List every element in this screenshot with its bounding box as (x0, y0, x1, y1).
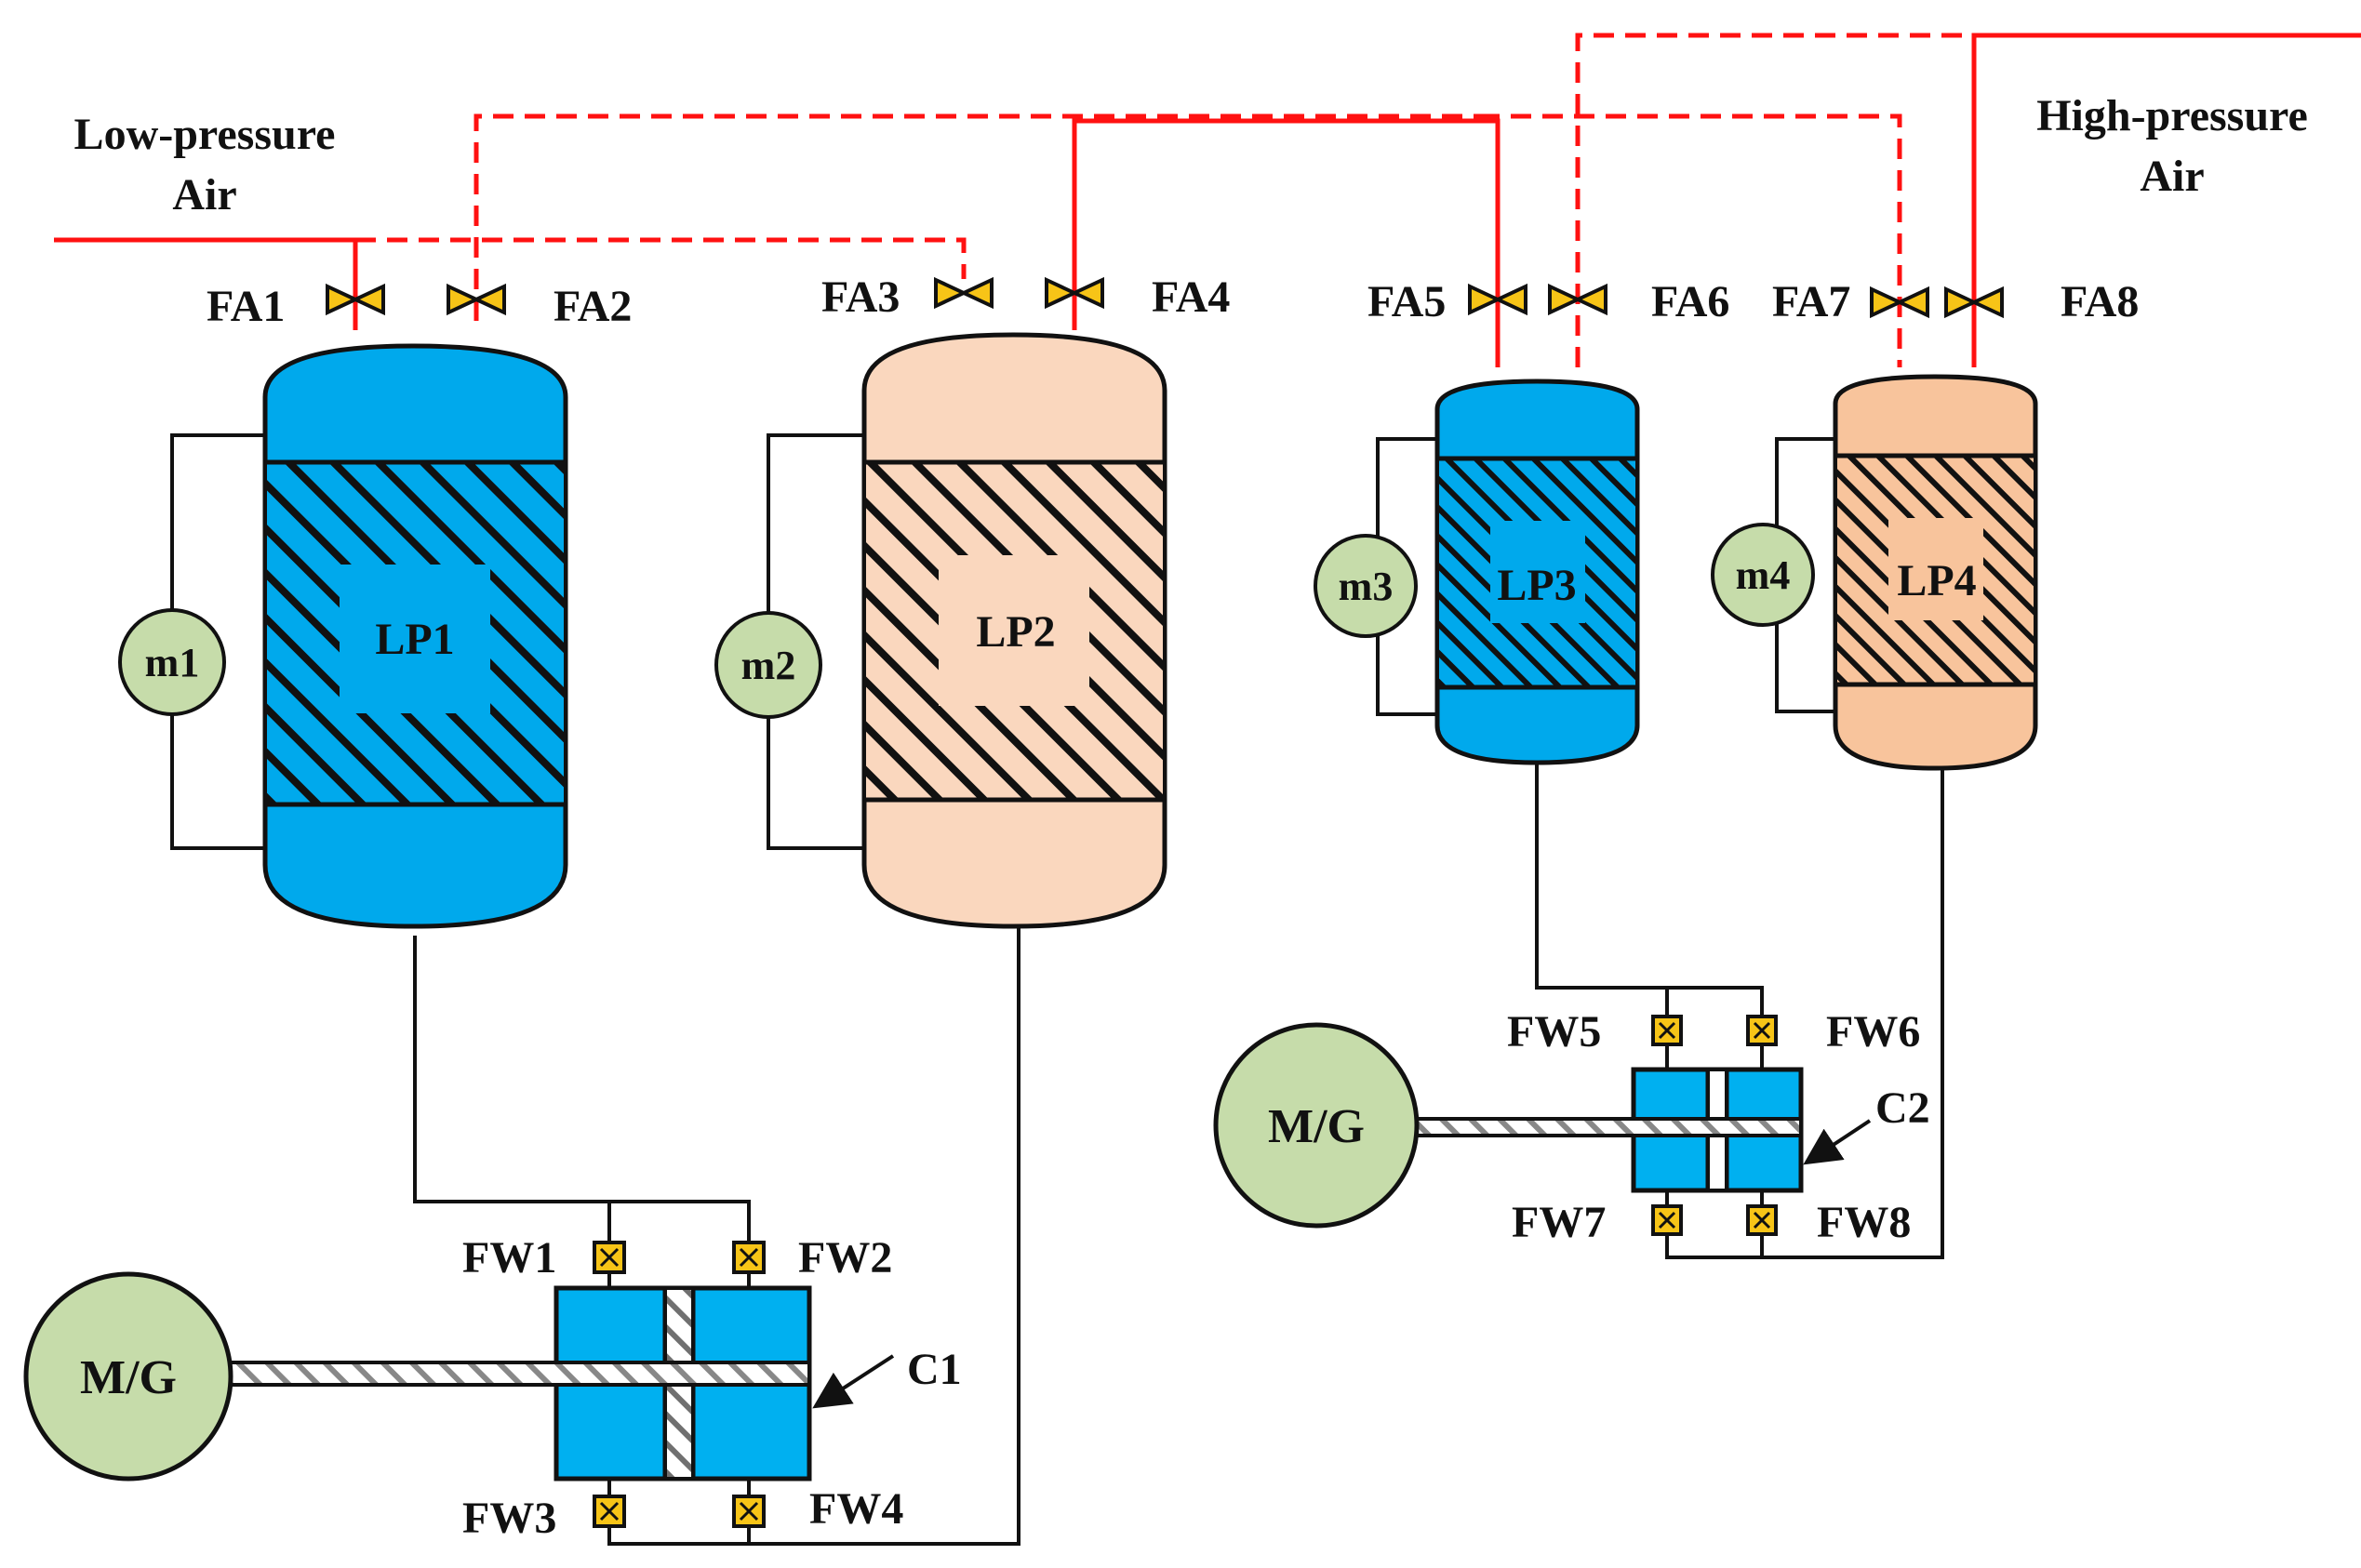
valve-label-fw4: FW4 (809, 1484, 903, 1534)
water-valve-labels: FW1 FW2 FW3 FW4 FW5 FW6 FW7 FW8 (462, 1007, 1920, 1543)
level-meter-m3: m3 (1314, 437, 1437, 716)
low-pressure-label-2: Air (172, 170, 236, 219)
water-valve-fw5[interactable] (1651, 1015, 1683, 1046)
pressure-labels: Low-pressure Air High-pressure Air (74, 91, 2308, 219)
high-pressure-label-2: Air (2140, 152, 2204, 201)
cylinder-label-c2: C2 (1803, 1083, 1930, 1165)
vessel-label: LP3 (1497, 561, 1576, 610)
water-valve-fw6[interactable] (1746, 1015, 1778, 1046)
valve-label-fa4: FA4 (1152, 272, 1230, 322)
water-valve-fw7[interactable] (1651, 1204, 1683, 1236)
valve-label-fw6: FW6 (1826, 1007, 1920, 1056)
svg-text:M/G: M/G (80, 1351, 177, 1404)
vessel-lp3: LP3 (1434, 379, 1640, 765)
valve-label-fa5: FA5 (1367, 277, 1446, 326)
valve-label-fa2: FA2 (554, 282, 632, 331)
svg-text:m2: m2 (741, 643, 796, 688)
svg-text:C2: C2 (1875, 1083, 1930, 1133)
air-valve-fa3[interactable] (934, 276, 994, 310)
water-valve-fw3[interactable] (593, 1495, 626, 1528)
water-valve-fw4[interactable] (732, 1495, 766, 1528)
vessel-label: LP1 (375, 615, 454, 664)
valve-label-fw1: FW1 (462, 1233, 556, 1282)
svg-text:m4: m4 (1736, 552, 1791, 598)
vessel-label: LP4 (1897, 556, 1976, 605)
air-valve-fa7[interactable] (1870, 286, 1929, 319)
vessel-label: LP2 (976, 607, 1055, 657)
water-valve-fw2[interactable] (732, 1241, 766, 1274)
svg-text:m3: m3 (1339, 564, 1394, 609)
air-valve-fa8[interactable] (1944, 286, 2004, 319)
air-valve-fa6[interactable] (1548, 283, 1607, 316)
cylinder-label-c1: C1 (812, 1345, 962, 1409)
low-pressure-label: Low-pressure (74, 110, 336, 159)
level-meter-m1: m1 (118, 433, 265, 850)
valve-label-fa3: FA3 (821, 272, 900, 322)
air-valve-fa5[interactable] (1468, 283, 1527, 316)
valve-label-fa1: FA1 (207, 282, 285, 331)
valve-label-fa7: FA7 (1772, 277, 1850, 326)
air-valve-fa1[interactable] (326, 283, 385, 316)
water-valve-fw1[interactable] (593, 1241, 626, 1274)
vessel-lp1: LP1 (262, 343, 568, 929)
vessel-lp4: LP4 (1833, 374, 2038, 771)
svg-text:m1: m1 (145, 640, 200, 685)
svg-text:M/G: M/G (1268, 1100, 1365, 1153)
vessel-lp2: LP2 (861, 332, 1167, 929)
water-valves (593, 1015, 1778, 1528)
air-valve-labels: FA1 FA2 FA3 FA4 FA5 FA6 FA7 FA8 (207, 272, 2139, 331)
valve-label-fw3: FW3 (462, 1494, 556, 1543)
air-valves (326, 276, 2004, 319)
water-valve-fw8[interactable] (1746, 1204, 1778, 1236)
svg-text:C1: C1 (907, 1345, 962, 1394)
air-valve-fa4[interactable] (1045, 276, 1104, 310)
air-piping (54, 33, 2361, 367)
valve-label-fa8: FA8 (2061, 277, 2139, 326)
valve-label-fa6: FA6 (1651, 277, 1729, 326)
valve-label-fw2: FW2 (798, 1233, 892, 1282)
level-meter-m2: m2 (714, 433, 864, 850)
level-meter-m4: m4 (1711, 437, 1835, 713)
air-valve-fa2[interactable] (447, 283, 506, 316)
motor-generator-2: M/G (1213, 1022, 1803, 1229)
high-pressure-label: High-pressure (2036, 91, 2308, 140)
valve-label-fw7: FW7 (1512, 1198, 1606, 1247)
motor-generator-1: M/G (23, 1271, 811, 1482)
valve-label-fw8: FW8 (1817, 1198, 1911, 1247)
valve-label-fw5: FW5 (1507, 1007, 1601, 1056)
